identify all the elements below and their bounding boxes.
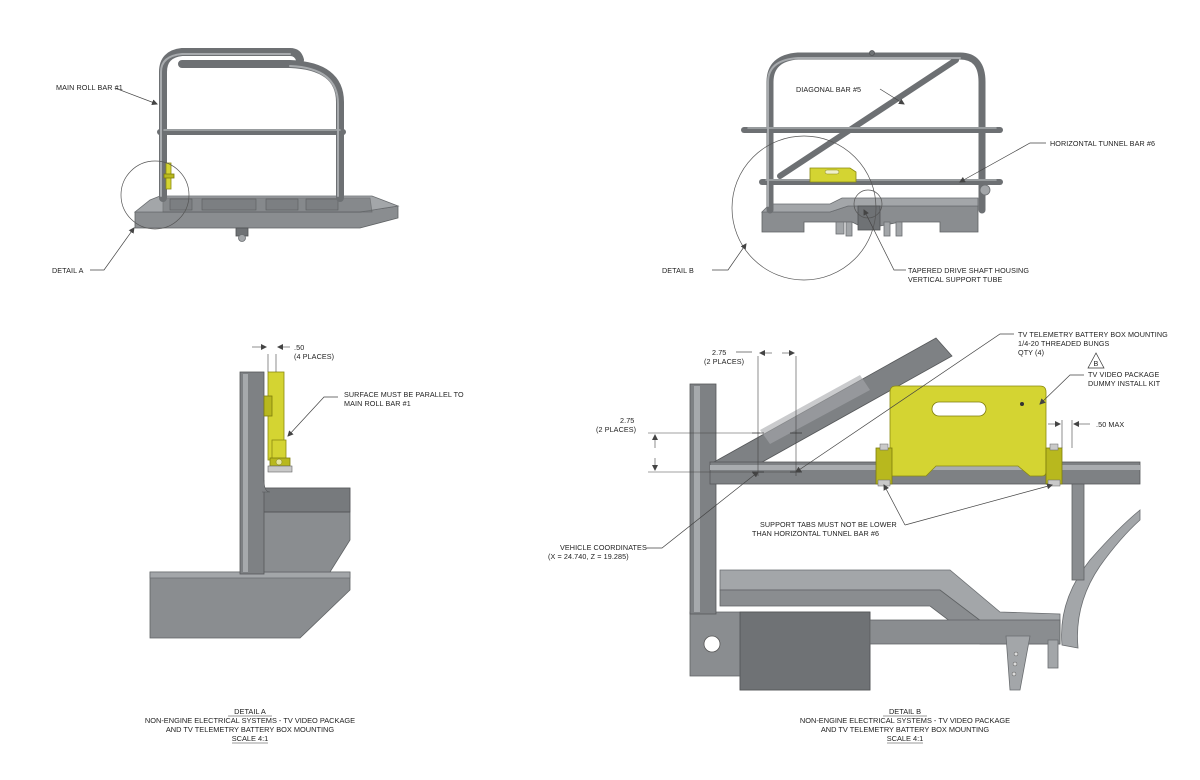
callout-detail-a: DETAIL A [52,266,84,275]
callout-detail-b: DETAIL B [662,266,694,275]
callout-horizontal-tunnel-bar: HORIZONTAL TUNNEL BAR #6 [1050,139,1155,148]
detail-b-coords-line1: VEHICLE COORDINATES [560,543,647,552]
detail-a-surface-note-line1: SURFACE MUST BE PARALLEL TO [344,390,464,399]
callout-diagonal-bar: DIAGONAL BAR #5 [796,85,861,94]
detail-b-coords-line2: (X = 24.740, Z = 19.285) [548,552,629,561]
detail-a-caption-line2: NON-ENGINE ELECTRICAL SYSTEMS - TV VIDEO… [145,716,355,725]
detail-a-surface-note-line2: MAIN ROLL BAR #1 [344,399,411,408]
detail-a-caption-line4: SCALE 4:1 [232,734,269,743]
detail-b-kit-line2: DUMMY INSTALL KIT [1088,379,1161,388]
revision-triangle-symbol: B [1087,352,1105,369]
detail-b-zoom-view [689,337,1141,691]
revision-symbol-letter: B [1094,359,1099,368]
detail-b-support-tabs-line1: SUPPORT TABS MUST NOT BE LOWER [760,520,897,529]
detail-b-bungs-line1: TV TELEMETRY BATTERY BOX MOUNTING [1018,330,1168,339]
detail-b-dim-horizontal-note: (2 PLACES) [704,357,744,366]
detail-b-caption-line3: AND TV TELEMETRY BATTERY BOX MOUNTING [821,725,989,734]
detail-b-dim-vertical-value: 2.75 [620,416,634,425]
detail-b-caption-line4: SCALE 4:1 [887,734,924,743]
callout-main-roll-bar: MAIN ROLL BAR #1 [56,83,123,92]
detail-b-dim-vertical-note: (2 PLACES) [596,425,636,434]
detail-b-support-tabs-line2: THAN HORIZONTAL TUNNEL BAR #6 [752,529,879,538]
detail-a-caption-line1: DETAIL A [234,707,266,716]
overview-view-detail-b [731,50,1003,281]
callout-drive-shaft-line2: VERTICAL SUPPORT TUBE [908,275,1002,284]
detail-b-caption-line2: NON-ENGINE ELECTRICAL SYSTEMS - TV VIDEO… [800,716,1010,725]
detail-a-caption: DETAIL A NON-ENGINE ELECTRICAL SYSTEMS -… [145,707,355,744]
detail-b-caption: DETAIL B NON-ENGINE ELECTRICAL SYSTEMS -… [800,707,1010,744]
detail-b-dim-horizontal-value: 2.75 [712,348,726,357]
detail-a-dimension-value: .50 [294,343,304,352]
overview-view-detail-a [120,48,400,242]
detail-b-caption-line1: DETAIL B [889,707,921,716]
callout-drive-shaft-line1: TAPERED DRIVE SHAFT HOUSING [908,266,1029,275]
detail-b-bungs-line2: 1/4-20 THREADED BUNGS [1018,339,1110,348]
detail-a-zoom-view [149,371,351,639]
detail-b-dim-max: .50 MAX [1096,420,1124,429]
detail-b-kit-line1: TV VIDEO PACKAGE [1088,370,1159,379]
detail-a-dimension-note: (4 PLACES) [294,352,334,361]
detail-b-bungs-line3: QTY (4) [1018,348,1044,357]
detail-a-caption-line3: AND TV TELEMETRY BATTERY BOX MOUNTING [166,725,334,734]
